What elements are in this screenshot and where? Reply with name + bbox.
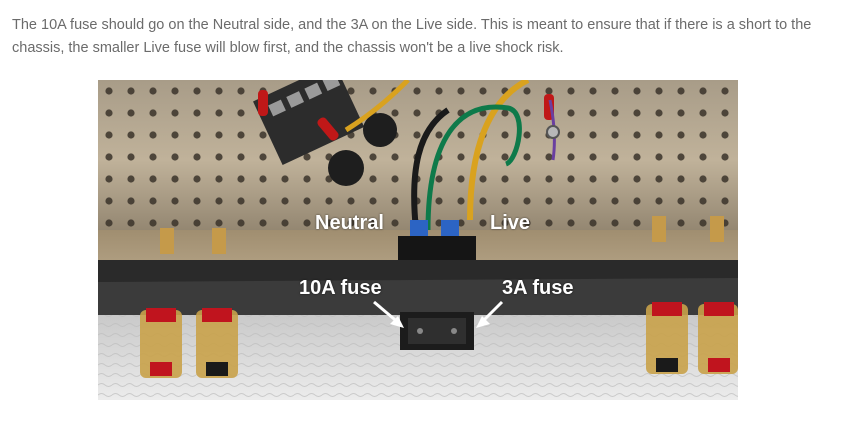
yellow-wire-1 — [467, 80, 530, 221]
red-connector-1 — [258, 90, 268, 116]
spade-terminals — [160, 216, 724, 254]
arrow-10a-fuse — [373, 300, 404, 328]
red-connector-2 — [317, 117, 339, 141]
thermistor-1 — [328, 150, 364, 186]
fuse-holder — [400, 312, 474, 350]
label-live: Live — [490, 212, 531, 234]
article-paragraph: The 10A fuse should go on the Neutral si… — [12, 17, 812, 56]
yellow-wire-2 — [344, 80, 410, 133]
photo-illustration — [98, 80, 738, 400]
earth-lug — [546, 125, 560, 139]
black-wire — [411, 107, 450, 231]
label-3a-fuse: 3A fuse — [502, 277, 574, 299]
fuse-wiring-photo: Neutral Live 10A fuse 3A fuse — [98, 80, 738, 400]
label-10a-fuse: 10A fuse — [299, 277, 382, 299]
rear-panel-edge — [98, 260, 738, 282]
rear-panel-face — [98, 278, 738, 320]
thermistor-2 — [363, 113, 397, 147]
green-wire — [425, 104, 522, 231]
label-neutral: Neutral — [315, 212, 384, 234]
terminal-strip — [253, 80, 365, 165]
rca-jacks-left — [140, 308, 238, 378]
arrow-3a-fuse — [476, 300, 504, 328]
rca-jacks-right — [646, 302, 738, 374]
